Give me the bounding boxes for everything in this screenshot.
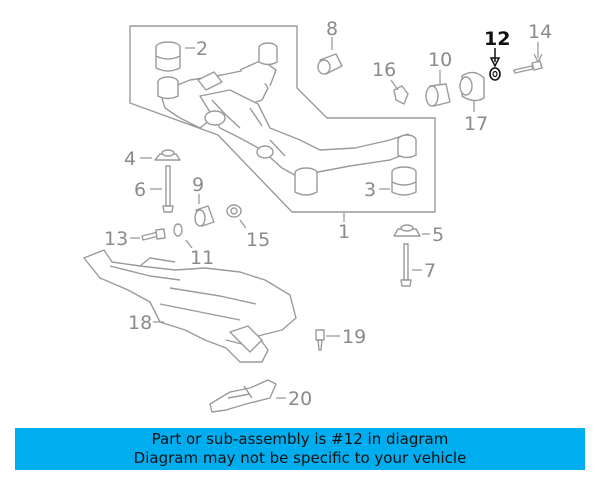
callout-9: 9 [192, 174, 204, 196]
mount-5 [393, 224, 421, 237]
callout-19: 19 [342, 326, 366, 348]
banner-line-disclaimer: Diagram may not be specific to your vehi… [133, 449, 467, 467]
washer-12 [489, 67, 501, 81]
mount-17 [459, 71, 485, 102]
callout-10: 10 [428, 49, 452, 71]
bushing-9 [194, 205, 215, 227]
callout-5: 5 [432, 224, 444, 246]
clip-19 [315, 329, 325, 351]
cap-15 [226, 204, 242, 218]
bolt-7 [400, 243, 412, 287]
bracket-16 [393, 85, 409, 105]
subframe-bushing-3 [391, 166, 417, 196]
bushing-8 [317, 53, 343, 75]
callout-7: 7 [424, 260, 436, 282]
callout-6: 6 [134, 179, 146, 201]
callout-13: 13 [104, 228, 128, 250]
parts-diagram: 2 8 16 10 12 14 17 4 6 9 3 1 13 11 15 5 … [83, 18, 552, 413]
bracket-20 [209, 379, 277, 413]
bushing-10 [425, 83, 451, 107]
callout-2: 2 [196, 38, 208, 60]
callout-20: 20 [288, 388, 312, 410]
callout-12: 12 [484, 28, 510, 50]
callout-3: 3 [364, 179, 376, 201]
bolt-6 [162, 165, 174, 213]
callout-17: 17 [464, 113, 488, 135]
callout-14: 14 [528, 21, 552, 43]
callout-16: 16 [372, 59, 396, 81]
subframe-bushing-right [397, 134, 417, 159]
info-banner: Part or sub-assembly is #12 in diagram D… [15, 428, 585, 470]
subframe-bushing-left [157, 76, 179, 100]
callout-15: 15 [246, 229, 270, 251]
callout-11: 11 [190, 247, 214, 269]
washer-11 [173, 223, 183, 237]
callout-8: 8 [326, 18, 338, 40]
subframe-assembly-outline [129, 25, 436, 213]
bolt-13 [141, 228, 166, 241]
subframe-bushing-2 [155, 41, 181, 72]
callout-1: 1 [338, 221, 350, 243]
mount-4 [154, 149, 181, 161]
callout-4: 4 [124, 148, 136, 170]
subframe-bushing-upper-right [258, 42, 278, 66]
subframe-bushing-lower [294, 167, 318, 196]
underbody-shield-18 [83, 249, 297, 363]
banner-line-part-number: Part or sub-assembly is #12 in diagram [151, 430, 449, 448]
subframe-crossmember [159, 59, 416, 179]
callout-18: 18 [128, 312, 152, 334]
